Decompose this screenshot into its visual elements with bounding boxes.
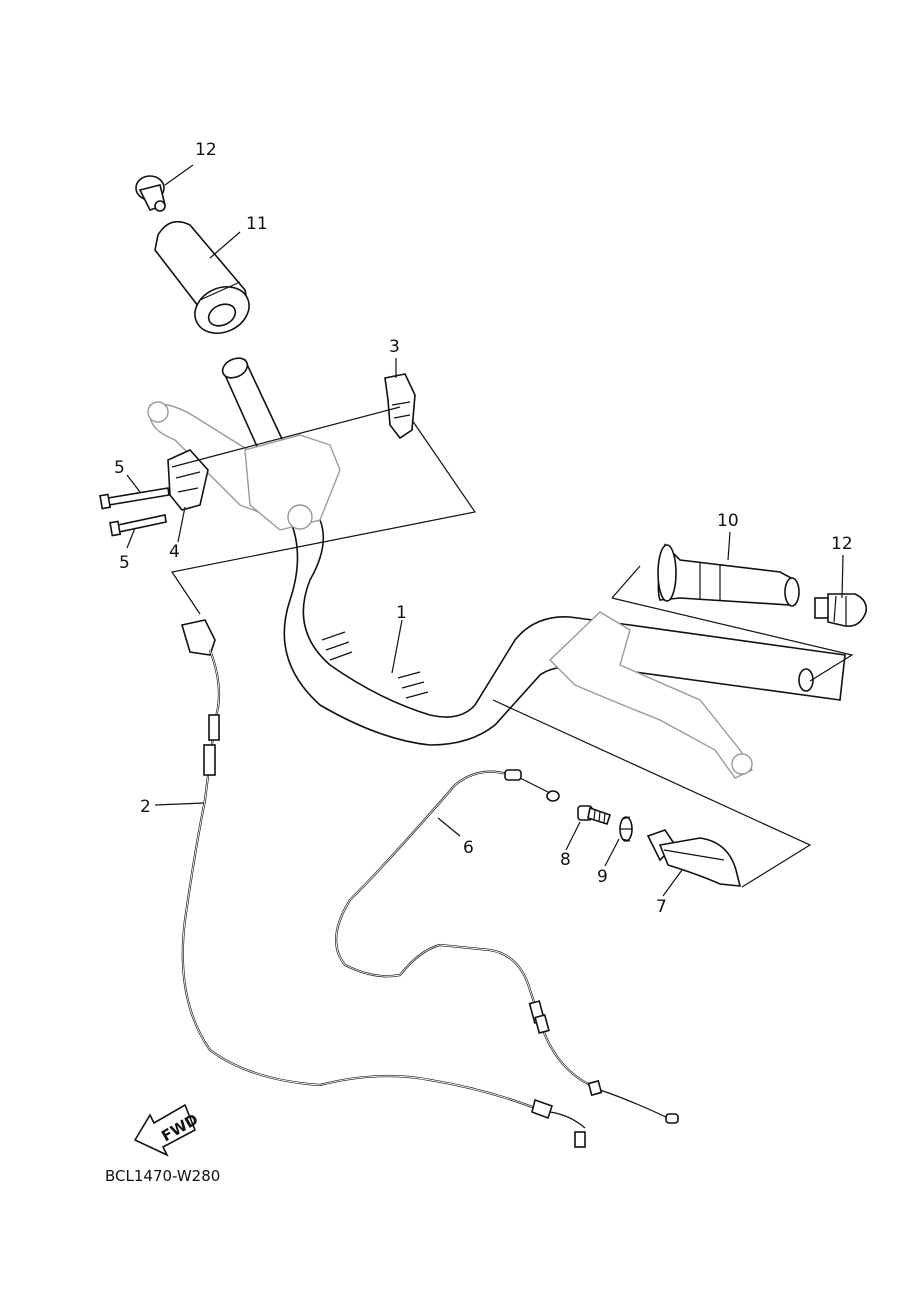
- lock-nut: [619, 816, 633, 842]
- callout-6: 6: [463, 838, 474, 858]
- callout-7: 7: [656, 897, 667, 917]
- callout-5-lower: 5: [119, 553, 130, 573]
- adjuster-bolt: [577, 805, 612, 825]
- handlebar: [221, 357, 846, 746]
- forward-arrow: FWD: [133, 1103, 201, 1157]
- grip-left: [154, 220, 250, 334]
- screw-upper: [99, 487, 170, 510]
- bar-end-right-tube: [798, 668, 814, 692]
- callout-11: 11: [246, 214, 268, 234]
- brake-lever-ghost: [548, 611, 753, 779]
- callout-5-upper: 5: [114, 458, 125, 478]
- clutch-cable: [180, 619, 586, 1148]
- diagram-code: BCL1470-W280: [105, 1167, 220, 1185]
- screw-lower: [109, 514, 167, 537]
- callout-12-left: 12: [195, 140, 217, 160]
- callout-3: 3: [389, 337, 400, 357]
- callout-10: 10: [717, 511, 739, 531]
- callout-4: 4: [169, 542, 180, 562]
- bar-end-weight-left: [135, 175, 166, 212]
- throttle-grip: [646, 829, 742, 887]
- callout-1: 1: [396, 603, 407, 623]
- grip-right: [657, 543, 800, 607]
- callout-12-right: 12: [831, 534, 853, 554]
- clutch-perch-ghost: [147, 401, 341, 531]
- callout-2: 2: [140, 797, 151, 817]
- cable-holder-upper: [384, 373, 416, 440]
- leader-lines: [126, 164, 854, 897]
- callout-9: 9: [597, 867, 608, 887]
- bar-end-weight-right: [814, 593, 868, 628]
- throttle-cable: [335, 769, 679, 1124]
- callout-8: 8: [560, 850, 571, 870]
